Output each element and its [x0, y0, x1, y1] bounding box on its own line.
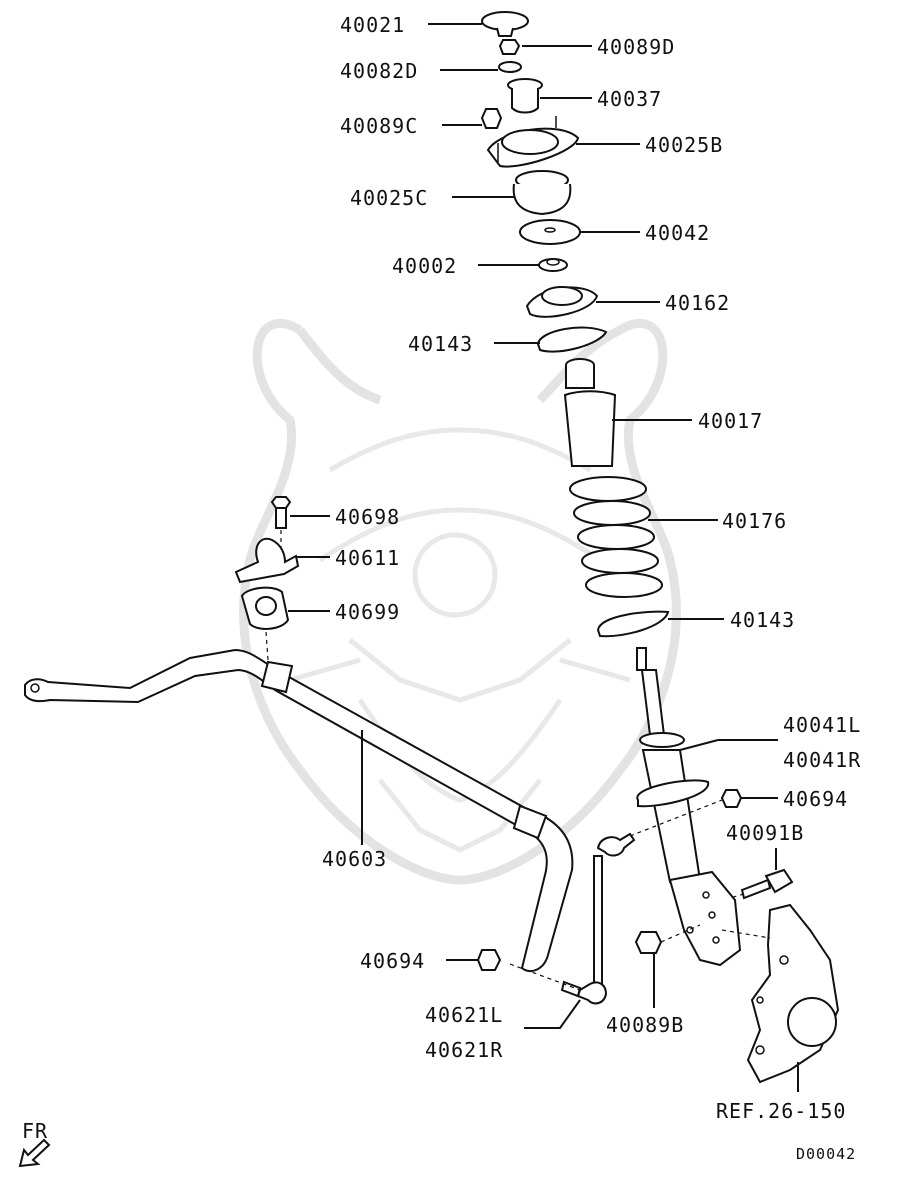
- label-40694-left: 40694: [360, 949, 425, 973]
- part-knuckle-reference: [746, 903, 840, 1084]
- part-40698-bolt[interactable]: [270, 496, 292, 529]
- label-40621L: 40621L: [425, 1003, 503, 1027]
- label-40089B: 40089B: [606, 1013, 684, 1037]
- label-40041L: 40041L: [783, 713, 861, 737]
- part-40699-bushing[interactable]: [240, 586, 290, 630]
- part-40089C-nut[interactable]: [480, 108, 503, 129]
- part-40694-right-nut[interactable]: [720, 789, 743, 808]
- part-40143-upper-insulator[interactable]: [536, 326, 608, 353]
- label-40698: 40698: [335, 505, 400, 529]
- front-arrow-icon: [18, 1138, 51, 1168]
- label-40603: 40603: [322, 847, 387, 871]
- part-40025C-rubber[interactable]: [512, 170, 572, 216]
- part-40694-left-nut[interactable]: [476, 949, 502, 971]
- diagram-code: D00042: [796, 1145, 856, 1163]
- label-40025B: 40025B: [645, 133, 723, 157]
- alignment-lines: [265, 530, 771, 991]
- label-40041R: 40041R: [783, 748, 861, 772]
- part-40021-cap[interactable]: [481, 11, 529, 37]
- leader-lines: [288, 23, 799, 1092]
- part-40089B-nut[interactable]: [634, 931, 663, 954]
- label-40621R: 40621R: [425, 1038, 503, 1062]
- part-40082D-washer[interactable]: [498, 61, 522, 73]
- label-ref: REF.26-150: [716, 1099, 846, 1123]
- part-40611-bracket[interactable]: [234, 537, 300, 584]
- part-labels: 40021 40089D 40082D 40037 40089C 40025B …: [22, 13, 861, 1163]
- label-40699: 40699: [335, 600, 400, 624]
- part-40089D-nut[interactable]: [498, 39, 521, 55]
- part-40041-strut-assembly[interactable]: [636, 647, 742, 967]
- part-40025B-mount[interactable]: [486, 116, 580, 168]
- part-40017-dust-boot[interactable]: [563, 358, 617, 467]
- label-40089D: 40089D: [597, 35, 675, 59]
- part-40091B-bolt[interactable]: [740, 868, 794, 900]
- label-40002: 40002: [392, 254, 457, 278]
- label-40176: 40176: [722, 509, 787, 533]
- part-40037-bushing[interactable]: [507, 78, 543, 114]
- label-40611: 40611: [335, 546, 400, 570]
- part-40042-washer[interactable]: [519, 219, 581, 245]
- label-40089C: 40089C: [340, 114, 418, 138]
- part-40176-coil-spring[interactable]: [569, 476, 663, 598]
- part-40621-stabilizer-link[interactable]: [560, 832, 636, 1005]
- label-40143-top: 40143: [408, 332, 473, 356]
- part-40143-lower-insulator[interactable]: [596, 610, 670, 638]
- label-40082D: 40082D: [340, 59, 418, 83]
- watermark-emblem: [239, 319, 681, 885]
- label-40162: 40162: [665, 291, 730, 315]
- label-40017: 40017: [698, 409, 763, 433]
- part-40162-spring-seat[interactable]: [525, 286, 599, 318]
- label-40091B: 40091B: [726, 821, 804, 845]
- label-40037: 40037: [597, 87, 662, 111]
- part-40603-stabilizer-bar[interactable]: [24, 648, 574, 973]
- label-40021: 40021: [340, 13, 405, 37]
- part-40002-nut[interactable]: [538, 258, 568, 272]
- label-40025C: 40025C: [350, 186, 428, 210]
- label-fr: FR: [22, 1119, 48, 1143]
- label-40143-bottom: 40143: [730, 608, 795, 632]
- label-40694-right: 40694: [783, 787, 848, 811]
- label-40042: 40042: [645, 221, 710, 245]
